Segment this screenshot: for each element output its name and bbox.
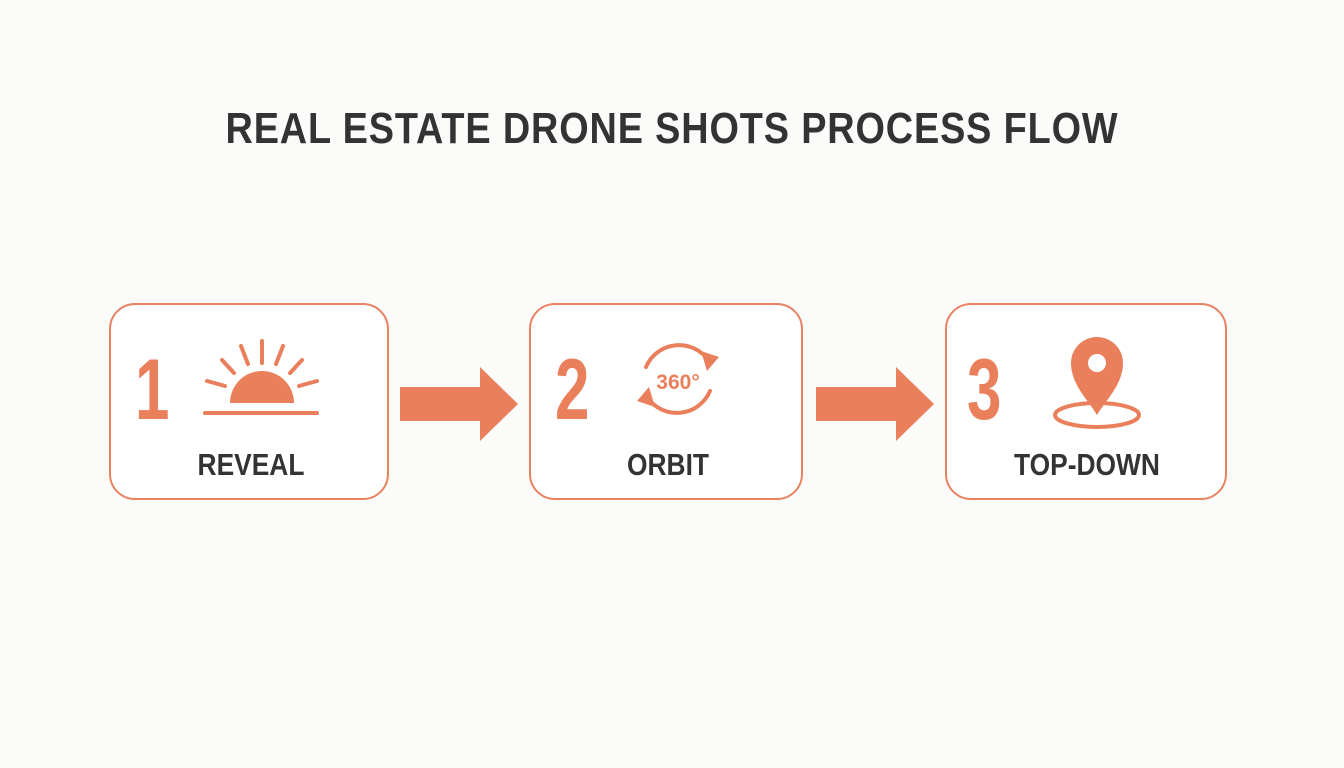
arrow-right-icon [400,367,518,441]
arrow-right-icon [816,367,934,441]
orbit-360-icon: 360° [637,343,719,415]
step-number: 2 [555,342,590,438]
step-label: TOP-DOWN [1014,447,1160,482]
location-pin-icon [1053,337,1141,429]
orbit-icon-label: 360° [656,371,699,394]
step-label: REVEAL [197,447,305,482]
diagram-title: REAL ESTATE DRONE SHOTS PROCESS FLOW [225,104,1119,153]
step-number: 1 [135,342,170,438]
step-box-orbit: 2 360° ORBIT [529,303,803,500]
step-box-top-down: 3 TOP-DOWN [945,303,1227,500]
sunrise-icon [203,339,319,415]
step-number: 3 [967,342,1002,438]
step-label: ORBIT [627,447,709,482]
step-box-reveal: 1 REVEAL [109,303,389,500]
